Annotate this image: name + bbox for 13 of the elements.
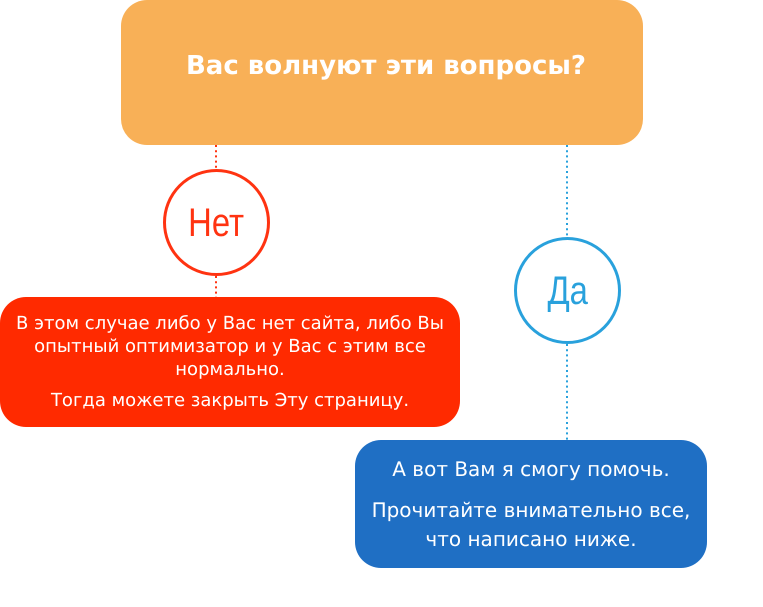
info-box — [0, 297, 460, 427]
answer-label: Нет — [188, 202, 244, 242]
dotted-connector — [215, 145, 217, 169]
answer-label: Да — [547, 270, 588, 310]
question-text: Вас волнуют эти вопросы? — [186, 50, 586, 80]
dotted-connector — [566, 344, 568, 440]
info-box — [355, 440, 707, 568]
dotted-connector — [566, 145, 568, 237]
question-box — [121, 0, 643, 145]
info-text: Прочитайте внимательно все, что написано ниже. — [370, 496, 692, 552]
info-text: А вот Вам я смогу помочь. — [391, 456, 671, 482]
info-text: В этом случае либо у Вас нет сайта, либо Вы опытный оптимизатор и у Вас с этим все нормально. — [15, 312, 445, 381]
info-text: Тогда можете закрыть Эту страницу. — [50, 389, 410, 412]
